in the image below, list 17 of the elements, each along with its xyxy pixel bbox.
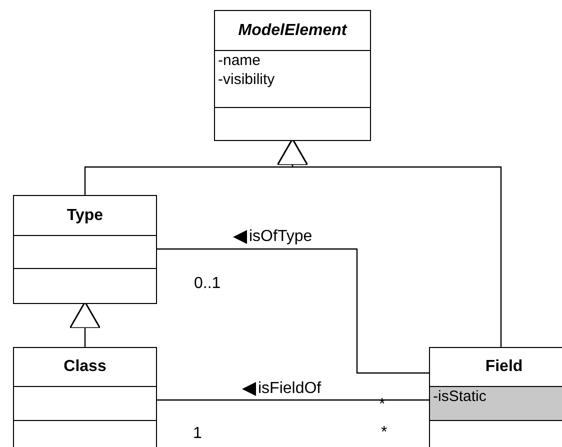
- class-box: [214, 10, 371, 141]
- class-box: [13, 347, 157, 447]
- multiplicity-label: 0..1: [194, 275, 221, 293]
- multiplicity-label: *: [381, 424, 388, 442]
- class-name: ModelElement: [238, 20, 347, 40]
- edge-label: isOfType: [249, 228, 312, 246]
- class-box: [13, 195, 157, 304]
- class-name: Type: [66, 206, 104, 226]
- attribute-text: -visibility: [218, 70, 275, 89]
- association-line: [157, 399, 429, 401]
- class-name: Class: [64, 357, 106, 377]
- attribute-text: -isStatic: [433, 387, 486, 406]
- attribute-text: -name: [218, 51, 261, 70]
- class-box: [429, 347, 562, 447]
- class-name: Field: [485, 357, 523, 377]
- association-line: [157, 248, 429, 374]
- multiplicity-label: 1: [193, 425, 202, 443]
